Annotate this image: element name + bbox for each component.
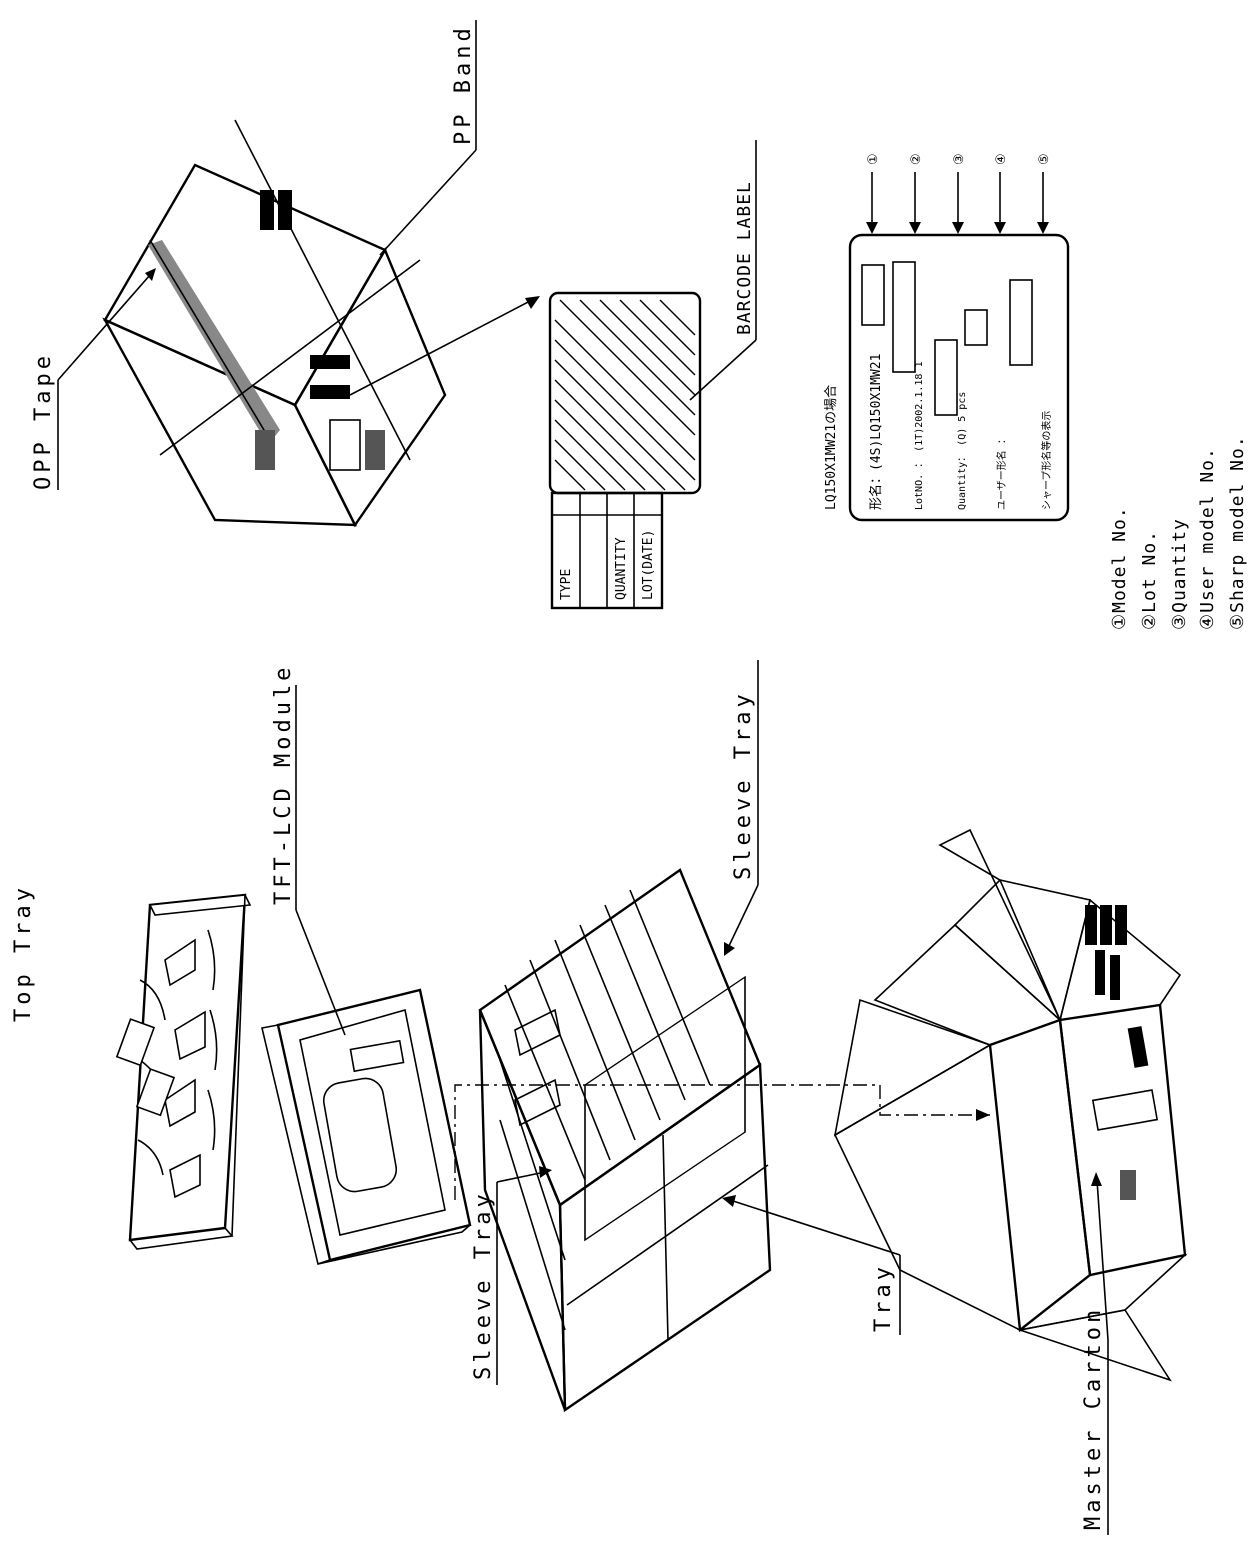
label-line-user-model: ユーザー形名 ： <box>995 434 1008 510</box>
label-sleeve-tray-right: Sleeve Tray <box>731 690 756 880</box>
barcode-row-lot: LOT(DATE) <box>641 530 656 600</box>
label-master-carton: Master Carton <box>1081 1306 1106 1530</box>
label-line-quantity: Quantity： (Q) 5 pcs <box>957 392 968 510</box>
barcode-row-quantity: QUANTITY <box>614 537 629 600</box>
sleeve-tray-cube-illustration <box>478 868 772 1413</box>
barcode-row-type: TYPE <box>559 569 574 600</box>
top-tray-illustration <box>115 893 252 1250</box>
insertion-path <box>454 1084 990 1200</box>
label-opp-tape: OPP Tape <box>31 352 56 490</box>
label-barcode-label: BARCODE LABEL <box>734 181 755 335</box>
label-line-sharp-model: シャープ形名等の表示 <box>1040 411 1053 510</box>
label-line-model: 形名：(4S)LQ150X1MW21 <box>868 354 884 510</box>
barcode-label-illustration <box>548 291 702 610</box>
legend-item-4: ④User model No. <box>1197 447 1218 630</box>
label-pp-band: PP Band <box>451 24 476 145</box>
marker-1: ① <box>866 153 881 165</box>
callouts: Top Tray TFT-LCD Module Sleeve Tray Slee… <box>11 20 1109 1535</box>
shipping-box-illustration <box>102 119 447 528</box>
label-example: ① ② ③ ④ ⑤ LQ150X1MW21の場合 形名：(4S)LQ150X1M… <box>824 153 1070 522</box>
legend-item-1: ①Model No. <box>1109 506 1130 630</box>
label-tray: Tray <box>871 1263 896 1332</box>
legend-item-5: ⑤Sharp model No. <box>1227 435 1248 630</box>
tft-lcd-module-illustration <box>261 988 472 1266</box>
master-carton-illustration <box>833 828 1188 1382</box>
legend-item-3: ③Quantity <box>1169 518 1190 630</box>
marker-3: ③ <box>952 153 967 165</box>
label-line-lot: LotNO. ： (1T)2002.1.18 1 <box>914 362 925 510</box>
marker-5: ⑤ <box>1037 153 1052 165</box>
label-example-heading: LQ150X1MW21の場合 <box>824 385 839 510</box>
legend: ①Model No. ②Lot No. ③Quantity ④User mode… <box>1109 435 1248 630</box>
label-tft-lcd-module: TFT-LCD Module <box>271 664 296 905</box>
legend-item-2: ②Lot No. <box>1139 530 1160 630</box>
barcode-table: TYPE QUANTITY LOT(DATE) <box>559 530 656 600</box>
marker-4: ④ <box>994 153 1009 165</box>
label-pointer <box>349 296 540 396</box>
label-top-tray: Top Tray <box>11 884 36 1022</box>
marker-2: ② <box>909 153 924 165</box>
label-sleeve-tray-left: Sleeve Tray <box>471 1190 496 1380</box>
